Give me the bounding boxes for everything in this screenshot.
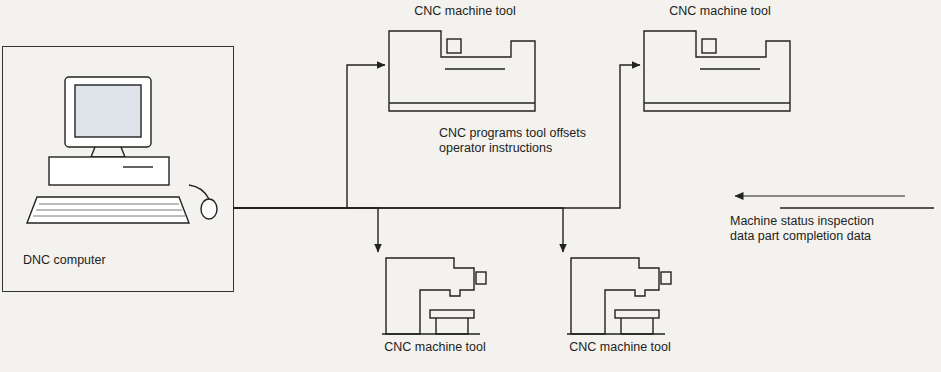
monitor: [65, 77, 151, 147]
data-flow-note: Machine status inspection data part comp…: [728, 214, 897, 244]
machine-label: CNC machine tool: [640, 4, 800, 19]
screen: [75, 85, 141, 137]
machine-column: [386, 258, 474, 334]
mouse: [201, 199, 217, 219]
machine-base: [382, 333, 480, 334]
machine-tool: CNC machine tool: [385, 4, 545, 115]
machine-label: CNC machine tool: [385, 4, 545, 19]
network-connector: [234, 208, 378, 252]
drive-slot: [123, 166, 153, 167]
mouse-cable: [189, 185, 209, 199]
machine-illustration: [380, 252, 490, 338]
machine-body: [644, 31, 790, 111]
computer-frame: DNC computer: [2, 46, 234, 292]
machine-knee: [436, 318, 468, 334]
control-panel: [476, 272, 486, 284]
network-connector: [234, 65, 385, 208]
machine-base: [567, 333, 665, 334]
monitor-stand: [91, 147, 125, 157]
machine-column: [571, 258, 659, 334]
machine-body: [389, 31, 535, 111]
machine-table: [615, 310, 659, 318]
machine-base: [644, 102, 790, 103]
machine-illustration: [565, 252, 675, 338]
machine-illustration: [385, 23, 541, 115]
keyboard: [27, 197, 189, 223]
system-unit: [49, 157, 169, 185]
machine-tool: CNC machine tool: [360, 252, 510, 355]
bus-extension: [780, 207, 934, 208]
return-data-arrow: [735, 195, 905, 196]
control-panel: [661, 272, 671, 284]
machine-illustration: [640, 23, 796, 115]
network-connector: [234, 208, 563, 252]
machine-table: [430, 310, 474, 318]
machine-label: CNC machine tool: [360, 340, 510, 355]
control-panel: [447, 39, 461, 53]
machine-tool: CNC machine tool: [545, 252, 695, 355]
machine-bed: [700, 68, 760, 69]
network-connector: [234, 65, 640, 208]
machine-tool: CNC machine tool: [640, 4, 800, 115]
machine-bed: [445, 68, 505, 69]
machine-label: CNC machine tool: [545, 340, 695, 355]
data-flow-note: CNC programs tool offsets operator instr…: [437, 126, 591, 156]
machine-base: [389, 102, 535, 103]
computer-illustration: [3, 47, 231, 247]
control-panel: [702, 39, 716, 53]
computer-label: DNC computer: [3, 253, 233, 268]
machine-knee: [621, 318, 653, 334]
